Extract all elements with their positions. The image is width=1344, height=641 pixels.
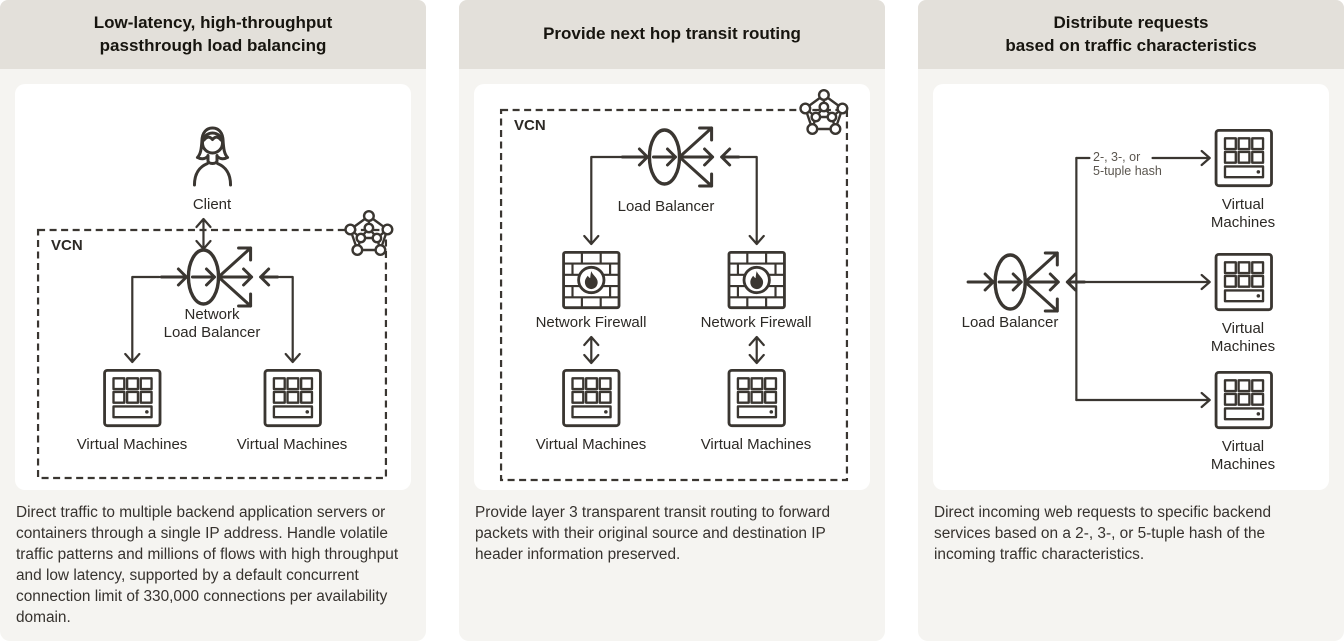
panel-passthrough-load-balancing: Low-latency, high-throughput passthrough… (0, 0, 426, 641)
load-balancer-label: Load Balancer (617, 198, 715, 215)
panel-3-description: Direct incoming web requests to specific… (934, 504, 1272, 563)
vcn-label: VCN (514, 117, 546, 134)
firewall-icon (727, 250, 786, 310)
vm-label: Virtual Machines (236, 436, 348, 453)
panel-1-description: Direct traffic to multiple backend appli… (16, 504, 399, 626)
panel-1-diagram: Client VCN Network Load Balancer Virtual… (15, 84, 411, 490)
vm-icon (562, 368, 621, 428)
vcn-network-icon (799, 89, 849, 135)
firewall-label: Network Firewall (535, 314, 647, 331)
panel-2-title: Provide next hop transit routing (543, 24, 801, 44)
panel-2-diagram-canvas (499, 89, 849, 482)
load-balancer-icon (620, 126, 741, 188)
panel-3-title: Distribute requests based on traffic cha… (1005, 13, 1257, 55)
panel-2-description: Provide layer 3 transparent transit rout… (475, 504, 831, 563)
firewall-icon (562, 250, 621, 310)
vcn-label: VCN (51, 237, 83, 254)
vcn-network-icon (344, 210, 394, 256)
vm-icon (103, 368, 162, 428)
panel-3-diagram: 2-, 3-, or 5-tuple hash Load Balancer Vi… (933, 84, 1329, 490)
vm-icon (727, 368, 786, 428)
person-icon (192, 126, 233, 187)
panel-3-diagram-canvas (966, 128, 1273, 430)
load-balancer-icon (159, 246, 280, 308)
firewall-label: Network Firewall (700, 314, 812, 331)
panel-1-header: Low-latency, high-throughput passthrough… (0, 0, 426, 69)
connectors (583, 155, 765, 365)
panel-2-diagram: VCN Load Balancer Network Firewall Netwo… (474, 84, 870, 490)
vcn-boundary (36, 228, 388, 480)
panel-1-title: Low-latency, high-throughput passthrough… (93, 13, 333, 55)
panel-1-diagram-canvas (36, 126, 394, 480)
load-balancer-icon (966, 251, 1087, 313)
tuple-hash-label: 2-, 3-, or 5-tuple hash (1093, 150, 1162, 178)
panel-traffic-characteristics: Distribute requests based on traffic cha… (918, 0, 1344, 641)
panel-transit-routing: Provide next hop transit routing (459, 0, 885, 641)
vm-label: Virtual Machines (1210, 320, 1276, 356)
vm-icon (1214, 252, 1273, 312)
vcn-boundary (499, 108, 849, 482)
vm-label: Virtual Machines (535, 436, 647, 453)
vm-icon (263, 368, 322, 428)
vm-label: Virtual Machines (1210, 438, 1276, 474)
vm-icon (1214, 370, 1273, 430)
vm-icon (1214, 128, 1273, 188)
vm-label: Virtual Machines (700, 436, 812, 453)
connectors (124, 217, 301, 364)
vm-label: Virtual Machines (1210, 196, 1276, 232)
panel-2-header: Provide next hop transit routing (459, 0, 885, 69)
vm-label: Virtual Machines (76, 436, 188, 453)
connectors (1075, 149, 1211, 409)
panel-3-header: Distribute requests based on traffic cha… (918, 0, 1344, 69)
client-label: Client (192, 196, 232, 213)
load-balancer-label: Load Balancer (961, 314, 1059, 331)
network-load-balancer-label: Network Load Balancer (163, 306, 261, 342)
